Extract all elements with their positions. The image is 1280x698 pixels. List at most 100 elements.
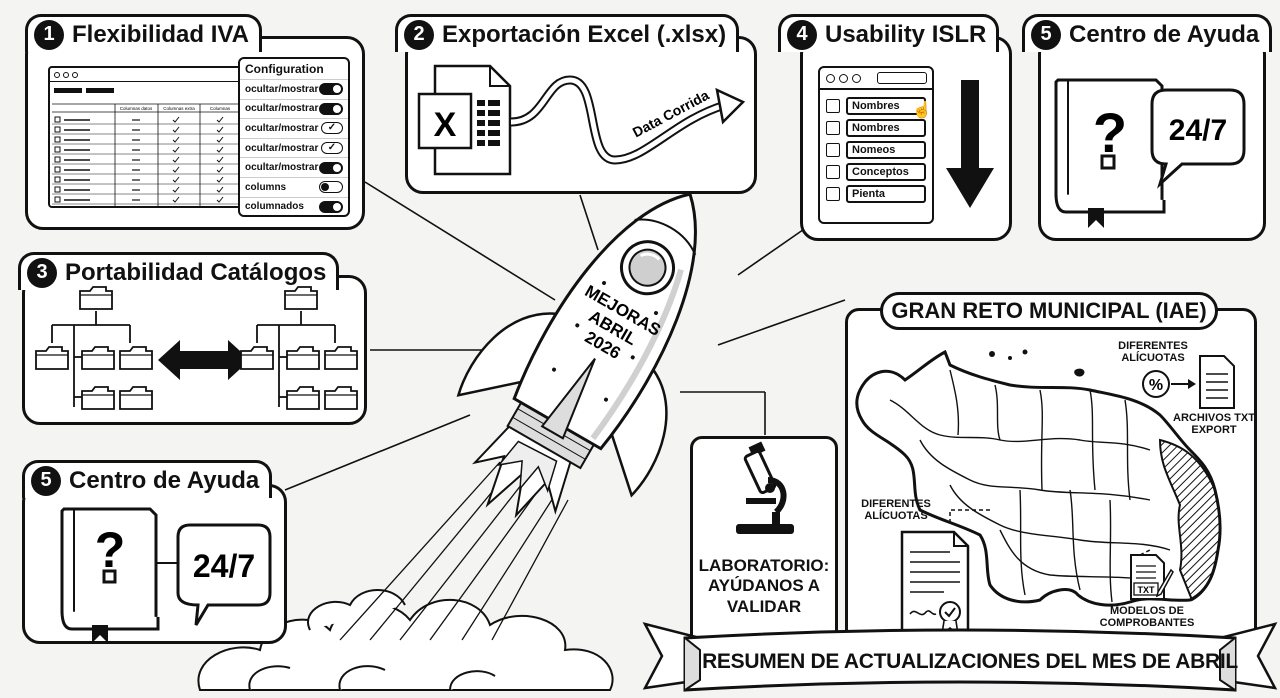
toggle-switch[interactable] xyxy=(319,83,343,96)
window-titlebar xyxy=(820,68,932,90)
window-dot-icon xyxy=(826,73,835,83)
config-row-label: ocultar/mostrar xyxy=(245,83,319,95)
panel-1-title: Flexibilidad IVA xyxy=(72,20,249,48)
percent-badge-icon xyxy=(1142,370,1170,398)
chat-bubble-icon xyxy=(176,523,272,626)
step-number-2: 2 xyxy=(404,19,434,50)
panel-2-header: 2 Exportación Excel (.xlsx) xyxy=(395,14,740,52)
help-question-mark: ? xyxy=(95,522,126,578)
config-row: ocultar/mostrar✓ xyxy=(240,118,348,138)
configuration-title: Configuration xyxy=(245,62,324,76)
row-checkbox xyxy=(54,156,61,163)
alicuotas-left-label: DIFERENTES ALÍCUOTAS xyxy=(861,498,931,523)
alicuotas-top-label: DIFERENTES ALÍCUOTAS xyxy=(1118,340,1188,365)
toggle-switch[interactable] xyxy=(319,200,343,213)
row-check xyxy=(172,136,180,143)
step-number-4: 4 xyxy=(787,19,817,50)
row-check xyxy=(172,196,180,203)
microscope-icon xyxy=(736,441,794,534)
panel-2-title: Exportación Excel (.xlsx) xyxy=(442,20,727,48)
islr-field[interactable]: Nombres xyxy=(846,119,926,137)
help-book-illustration: ? 24/7 xyxy=(1054,78,1246,228)
row-checkbox xyxy=(54,166,61,173)
config-row-label: columns xyxy=(245,181,287,193)
panel-3-header: 3 Portabilidad Catálogos xyxy=(18,252,340,290)
checkbox-icon[interactable]: ✓ xyxy=(321,122,343,135)
config-row-label: ocultar/mostrar xyxy=(245,103,319,115)
window-titlebar xyxy=(50,68,246,82)
pointer-cursor-icon: ☝ xyxy=(912,102,932,119)
step-number-5: 5 xyxy=(31,465,61,496)
row-check xyxy=(216,166,224,173)
islr-field[interactable]: Conceptos xyxy=(846,163,926,181)
user-icon xyxy=(826,187,840,201)
row-check xyxy=(216,156,224,163)
islr-field[interactable]: Nomeos xyxy=(846,141,926,159)
config-row: ocultar/mostrar xyxy=(240,98,348,119)
panel-3-title: Portabilidad Catálogos xyxy=(65,258,327,286)
config-row-label: ocultar/mostrar xyxy=(245,162,319,174)
toggle-switch[interactable] xyxy=(319,161,343,174)
help-availability: 24/7 xyxy=(193,548,255,584)
row-check xyxy=(216,136,224,143)
archivos-txt-label: ARCHIVOS TXT EXPORT xyxy=(1173,412,1255,437)
config-row: ocultar/mostrar✓ xyxy=(240,137,348,158)
panel-5a-header: 5 Centro de Ayuda xyxy=(1022,14,1273,52)
table-header-1: Columnas datos xyxy=(120,106,153,111)
window-dot-icon xyxy=(63,71,69,78)
help-book-illustration-bottom: ? 24/7 xyxy=(60,507,272,643)
row-check xyxy=(216,126,224,133)
txt-label: TXT xyxy=(1138,585,1156,595)
panel-5a-title: Centro de Ayuda xyxy=(1069,20,1260,48)
islr-field[interactable]: Nombres xyxy=(846,97,926,115)
toggle-switch[interactable] xyxy=(319,181,343,194)
esequibo-region xyxy=(1158,438,1222,602)
row-checkbox xyxy=(54,186,61,193)
panel-1-header: 1 Flexibilidad IVA xyxy=(25,14,262,52)
modelos-label: MODELOS DE COMPROBANTES xyxy=(1099,605,1195,630)
checkbox-icon[interactable]: ✓ xyxy=(321,142,343,155)
islr-field[interactable]: Pienta xyxy=(846,185,926,203)
user-icon xyxy=(826,165,840,179)
row-check xyxy=(216,186,224,193)
municipal-title: GRAN RETO MUNICIPAL (IAE) xyxy=(891,298,1207,323)
user-icon xyxy=(826,121,840,135)
row-check xyxy=(172,176,180,183)
row-check xyxy=(172,166,180,173)
user-icon xyxy=(826,143,840,157)
islr-form-window xyxy=(818,66,934,224)
venezuela-map xyxy=(855,349,1222,607)
config-row: ocultar/mostrar xyxy=(240,79,348,99)
catalog-transfer-illustration xyxy=(30,285,360,420)
banner-title: RESUMEN DE ACTUALIZACIONES DEL MES DE AB… xyxy=(702,650,1238,673)
alicuotas-percent-illustration: % xyxy=(1142,355,1235,409)
config-row: ocultar/mostrar xyxy=(240,157,348,177)
catalog-tree-source-icon xyxy=(36,287,152,409)
row-checkbox xyxy=(54,196,61,203)
config-row-label: ocultar/mostrar xyxy=(245,142,319,154)
step-number-1: 1 xyxy=(34,19,64,50)
smoke-clouds xyxy=(197,589,614,691)
panel-4-title: Usability ISLR xyxy=(825,20,987,48)
row-checkbox xyxy=(54,116,61,123)
panel-4-header: 4 Usability ISLR xyxy=(778,14,1000,52)
row-check xyxy=(216,196,224,203)
rocket-illustration: MEJORAS ABRIL 2026 xyxy=(456,192,697,519)
banner-ribbon xyxy=(642,622,1278,692)
config-row-label: ocultar/mostrar xyxy=(245,122,319,134)
panel-5b-header: 5 Centro de Ayuda xyxy=(22,460,273,498)
catalog-tree-target-icon xyxy=(241,287,357,409)
config-row-label: columnados xyxy=(245,201,304,213)
excel-export-illustration: X Data Corrida xyxy=(417,64,746,176)
help-question-mark: ? xyxy=(1093,101,1127,164)
toggle-switch[interactable] xyxy=(319,102,343,115)
pencil-icon xyxy=(1155,568,1174,598)
row-check xyxy=(172,146,180,153)
config-row: columns xyxy=(240,176,348,197)
bookmark-icon xyxy=(92,625,108,643)
row-check xyxy=(172,116,180,123)
step-number-3: 3 xyxy=(27,257,57,288)
config-row: columnados xyxy=(240,196,348,217)
iva-table-window: Columnas datos Columnas extra Columnas xyxy=(48,66,248,208)
